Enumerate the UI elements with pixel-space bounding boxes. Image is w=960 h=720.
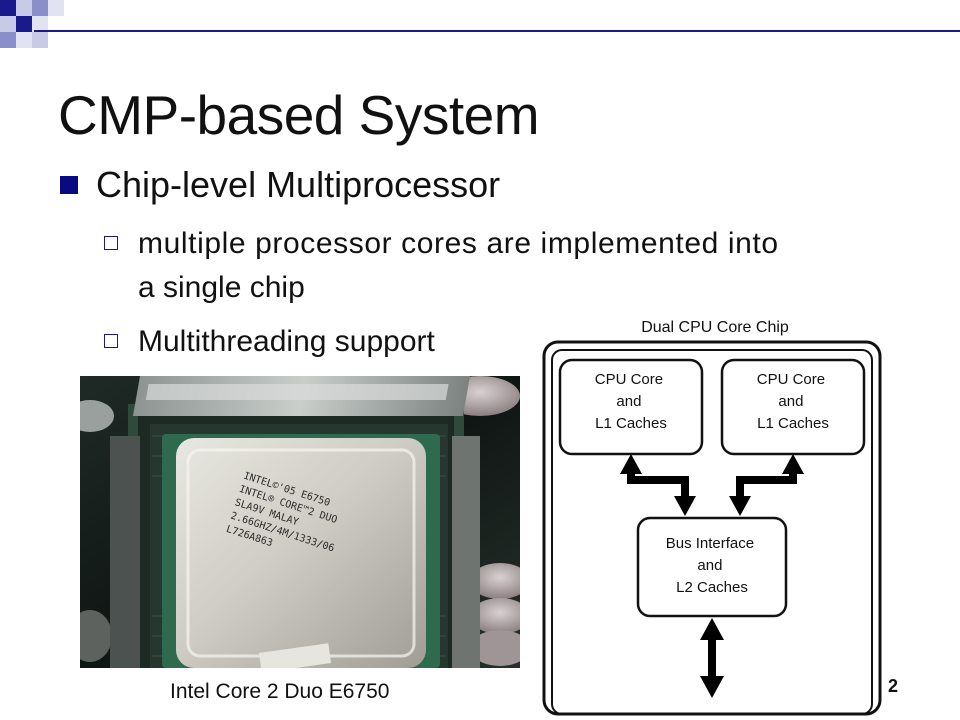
external-bus-arrow <box>700 618 724 698</box>
slide-title: CMP-based System <box>58 84 540 146</box>
svg-text:CPU Core and L1 Caches: CPU Core and L1 Caches <box>757 371 830 432</box>
deco-square <box>0 32 16 48</box>
dual-core-diagram: Dual CPU Core Chip CPU Core and L1 Cache… <box>542 319 882 716</box>
sub-bullet-box-icon <box>104 334 118 348</box>
photo-caption: Intel Core 2 Duo E6750 <box>170 680 390 703</box>
core-left-line: and <box>616 393 641 410</box>
deco-square <box>0 16 16 32</box>
core-right-line: L1 Caches <box>757 415 829 432</box>
bus-interface-box <box>636 516 788 618</box>
deco-square <box>32 16 48 32</box>
core-left-line: L1 Caches <box>595 415 667 432</box>
deco-square <box>48 0 64 16</box>
bullet-square-icon <box>60 176 78 194</box>
svg-text:Bus Interface and L2 C: Bus Interface and L2 Caches <box>666 535 759 596</box>
bus-line: L2 Caches <box>676 579 748 596</box>
connector-right-arrow <box>729 454 804 516</box>
sub-bullet-text: Multithreading support <box>138 325 435 358</box>
connector-left-arrow <box>620 454 696 516</box>
slide-number: 2 <box>888 676 899 696</box>
core-right-line: and <box>778 393 803 410</box>
deco-square <box>16 0 32 16</box>
deco-square <box>32 0 48 16</box>
bus-line: and <box>697 557 722 574</box>
chip-outline-inner <box>551 349 873 715</box>
sub-bullet-line: multiple processor cores are implemented… <box>138 227 779 260</box>
header-rule <box>34 30 960 32</box>
cpu-photo: INTEL©'05 E6750 INTEL® CORE™2 DUO SLA9V … <box>80 376 520 668</box>
svg-text:CPU Core and L1 Caches: CPU Core and L1 Caches <box>595 371 668 432</box>
bullet-text: Chip-level Multiprocessor <box>96 164 501 205</box>
deco-square <box>0 0 16 16</box>
deco-square <box>16 32 32 48</box>
deco-square <box>16 16 32 32</box>
core-left-line: CPU Core <box>595 371 663 388</box>
core-right-line: CPU Core <box>757 371 825 388</box>
diagram-title: Dual CPU Core Chip <box>641 319 789 336</box>
sub-bullet-text: multiple processor cores are implemented… <box>138 222 779 310</box>
bus-line: Bus Interface <box>666 535 754 552</box>
sub-bullet-line: a single chip <box>138 271 305 304</box>
sub-bullet-box-icon <box>104 236 118 250</box>
deco-square <box>32 32 48 48</box>
